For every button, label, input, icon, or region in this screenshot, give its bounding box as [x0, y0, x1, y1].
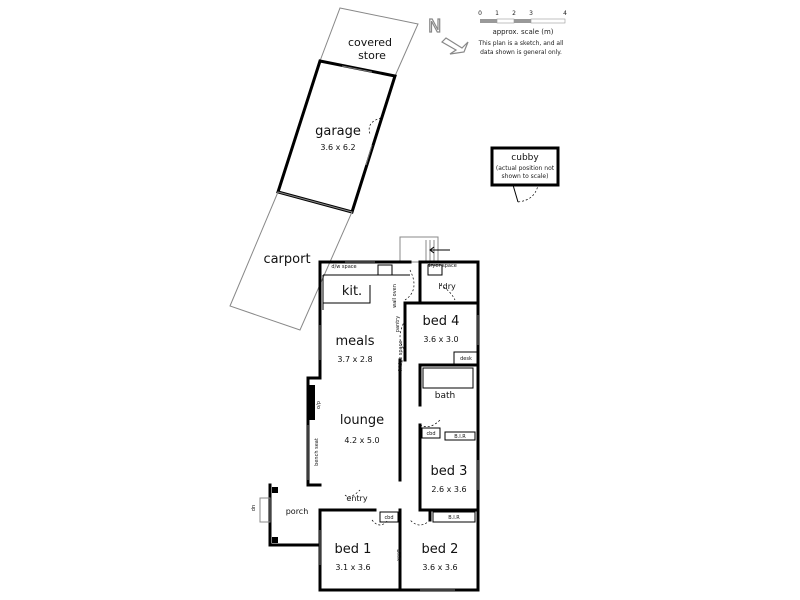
meals-label: meals [335, 334, 374, 349]
bed2-size: 3.6 x 3.6 [422, 563, 457, 572]
covered-store-label: store [358, 49, 386, 62]
lounge-size: 4.2 x 5.0 [344, 436, 379, 445]
laundry-label: l'dry [438, 282, 456, 291]
north-letter: N [428, 16, 441, 37]
step-label: up [250, 505, 256, 511]
fridge-label: fridge space [398, 341, 404, 372]
disclaimer: This plan is a sketch, and all [478, 40, 564, 47]
bir-label: B.I.R [448, 515, 460, 521]
scale-tick: 3 [529, 10, 533, 17]
cubby [490, 146, 560, 187]
bed3-label: bed 3 [431, 464, 468, 479]
scale-tick: 2 [512, 10, 516, 17]
entry-label: entry [346, 494, 367, 503]
bir-label: B.I.R [454, 434, 466, 440]
bir-label: B.I.R [395, 549, 401, 561]
lounge-label: lounge [340, 413, 384, 428]
wall-oven-label: wall oven [392, 284, 398, 308]
bath-label: bath [435, 391, 455, 401]
scale-bar: 0 1 2 3 4 approx. scale (m) This plan is… [478, 10, 568, 56]
carport [229, 191, 353, 331]
cubby-note: shown to scale) [502, 173, 549, 180]
fireplace-label: o/p [316, 401, 322, 409]
kitchen-label: kit. [342, 284, 362, 299]
scale-tick: 0 [478, 10, 482, 17]
carport-label: carport [263, 252, 310, 267]
bed1-size: 3.1 x 3.6 [335, 563, 370, 572]
garage-size: 3.6 x 6.2 [320, 143, 355, 152]
covered-store-label: covered [348, 36, 392, 49]
cubby-label: cubby [511, 153, 539, 163]
bed4-label: bed 4 [423, 314, 460, 329]
dryer-label: dryer space [427, 263, 457, 269]
cbd-label: cbd [426, 431, 435, 437]
north-arrow-icon: N [427, 15, 469, 55]
bench-seat-label: bench seat [314, 438, 320, 466]
scale-tick: 4 [563, 10, 567, 17]
scale-tick: 1 [495, 10, 499, 17]
cubby-note: (actual position not [496, 165, 555, 172]
disclaimer: data shown is general only. [480, 49, 562, 56]
dishwasher-label: d/w space [331, 264, 356, 270]
desk-label: desk [460, 356, 472, 362]
bed3-size: 2.6 x 3.6 [431, 485, 466, 494]
bed4-size: 3.6 x 3.0 [423, 335, 458, 344]
pantry-label: pantry [395, 316, 401, 332]
cbd-label: cbd [384, 515, 393, 521]
meals-size: 3.7 x 2.8 [337, 355, 372, 364]
porch-label: porch [286, 507, 309, 516]
scale-label: approx. scale (m) [492, 28, 553, 36]
garage-label: garage [315, 124, 361, 139]
bed1-label: bed 1 [335, 542, 372, 557]
bed2-label: bed 2 [422, 542, 459, 557]
